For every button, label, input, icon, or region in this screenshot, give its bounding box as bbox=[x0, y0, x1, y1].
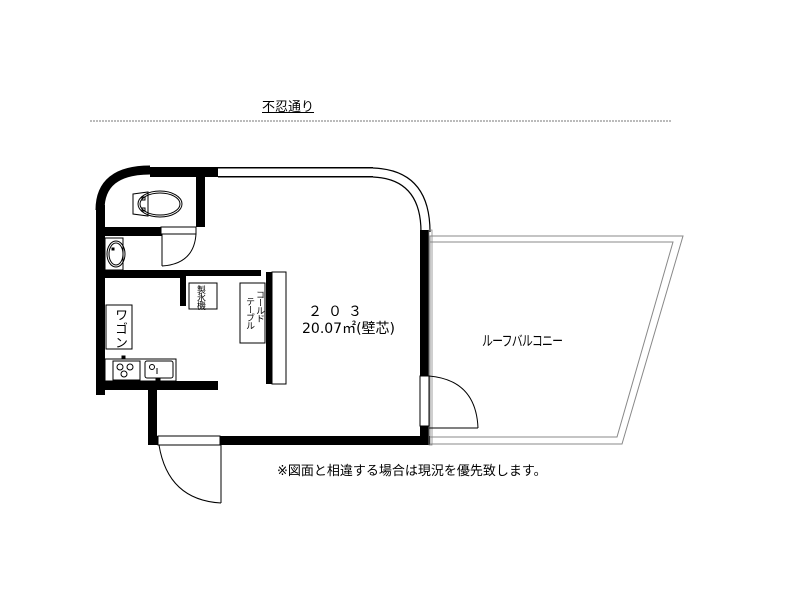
curved-window bbox=[372, 167, 431, 233]
curved-wall bbox=[95, 165, 151, 211]
balcony-door bbox=[419, 375, 479, 429]
room-number: ２０３ bbox=[308, 304, 368, 320]
icemaker-label: 製氷機 bbox=[195, 285, 205, 309]
icemaker-box bbox=[188, 282, 218, 310]
room-area: 20.07㎡(壁芯) bbox=[302, 321, 396, 337]
entry-door bbox=[157, 435, 222, 504]
kitchen-counter bbox=[104, 355, 177, 383]
cold-table-label-2: テーブル bbox=[244, 297, 254, 329]
street-label: 不忍通り bbox=[262, 100, 315, 115]
toilet-door bbox=[160, 226, 197, 267]
balcony-label: ルーフバルコニー bbox=[482, 334, 563, 350]
toilet-icon bbox=[132, 190, 183, 218]
wagon-label: ワゴン bbox=[112, 308, 127, 350]
roof-balcony bbox=[429, 235, 684, 445]
partition bbox=[271, 271, 287, 385]
cold-table-label-1: コールド bbox=[254, 290, 264, 322]
walls bbox=[96, 167, 430, 445]
cold-table-box bbox=[239, 282, 266, 344]
washbasin-icon bbox=[104, 237, 126, 271]
wagon-box bbox=[105, 304, 133, 350]
disclaimer-note: ※図面と相違する場合は現況を優先致します。 bbox=[277, 464, 547, 479]
